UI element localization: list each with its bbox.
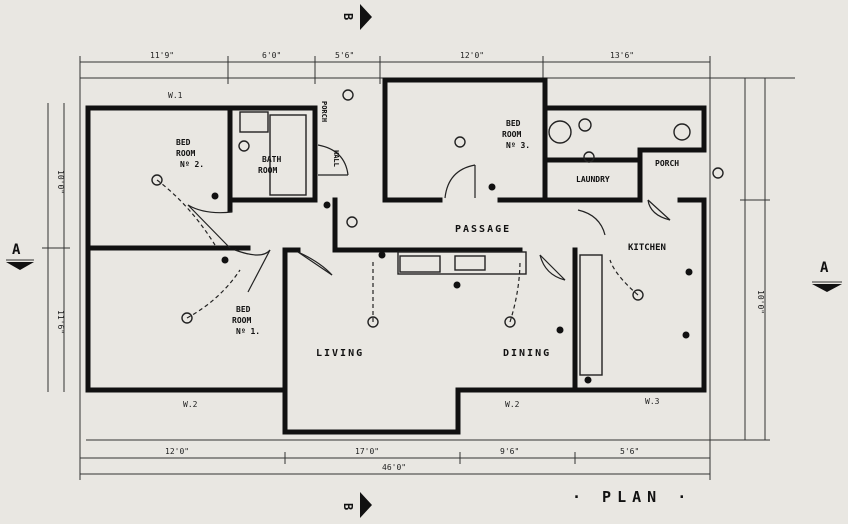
room-label-porch-left: PORCH	[320, 101, 328, 122]
section-b-bottom-label: B	[341, 503, 355, 510]
section-markers	[6, 4, 842, 518]
dim-right-0: 10'0"	[756, 290, 765, 314]
dim-top-4: 13'6"	[610, 51, 634, 60]
room-label-passage: PASSAGE	[455, 224, 511, 235]
room-label-bedroom-2: BED ROOM Nº 2.	[176, 138, 204, 169]
section-a-right-label: A	[820, 260, 829, 276]
wall-note-3: W.1	[168, 91, 183, 100]
section-a-right-marker	[812, 284, 842, 292]
room-label-hall: HALL	[332, 150, 340, 167]
overall-width-dimension: 46'0"	[382, 463, 406, 472]
dim-bottom-2: 9'6"	[500, 447, 519, 456]
dim-top-2: 5'6"	[335, 51, 354, 60]
dim-left-1: 11'6"	[56, 310, 65, 334]
room-label-kitchen: KITCHEN	[628, 243, 666, 253]
room-label-living: LIVING	[316, 348, 364, 359]
section-a-left-marker	[6, 262, 34, 270]
wall-note-2: W.3	[645, 397, 660, 406]
dim-bottom-1: 17'0"	[355, 447, 379, 456]
section-a-left-label: A	[12, 242, 21, 258]
room-label-dining: DINING	[503, 348, 551, 359]
dim-left-0: 10'0"	[56, 170, 65, 194]
dim-bottom-3: 5'6"	[620, 447, 639, 456]
wall-note-1: W.2	[505, 400, 520, 409]
dim-top-3: 12'0"	[460, 51, 484, 60]
room-label-laundry: LAUNDRY	[576, 175, 610, 184]
wall-note-0: W.2	[183, 400, 198, 409]
room-label-bath: BATH ROOM	[258, 155, 286, 175]
section-b-top-label: B	[341, 13, 355, 20]
walls	[85, 77, 707, 435]
fixtures	[151, 89, 724, 384]
plan-title: · PLAN ·	[572, 488, 692, 506]
room-label-bedroom-3: BED ROOM Nº 3.	[502, 119, 530, 150]
section-b-top-marker	[360, 4, 372, 30]
dim-bottom-0: 12'0"	[165, 447, 189, 456]
room-label-porch-right: PORCH	[655, 159, 679, 168]
dim-top-1: 6'0"	[262, 51, 281, 60]
door-swings	[187, 144, 671, 293]
room-label-bedroom-1: BED ROOM Nº 1.	[232, 305, 260, 336]
section-b-bottom-marker	[360, 492, 372, 518]
dim-top-0: 11'9"	[150, 51, 174, 60]
dimension-lines	[42, 56, 795, 480]
